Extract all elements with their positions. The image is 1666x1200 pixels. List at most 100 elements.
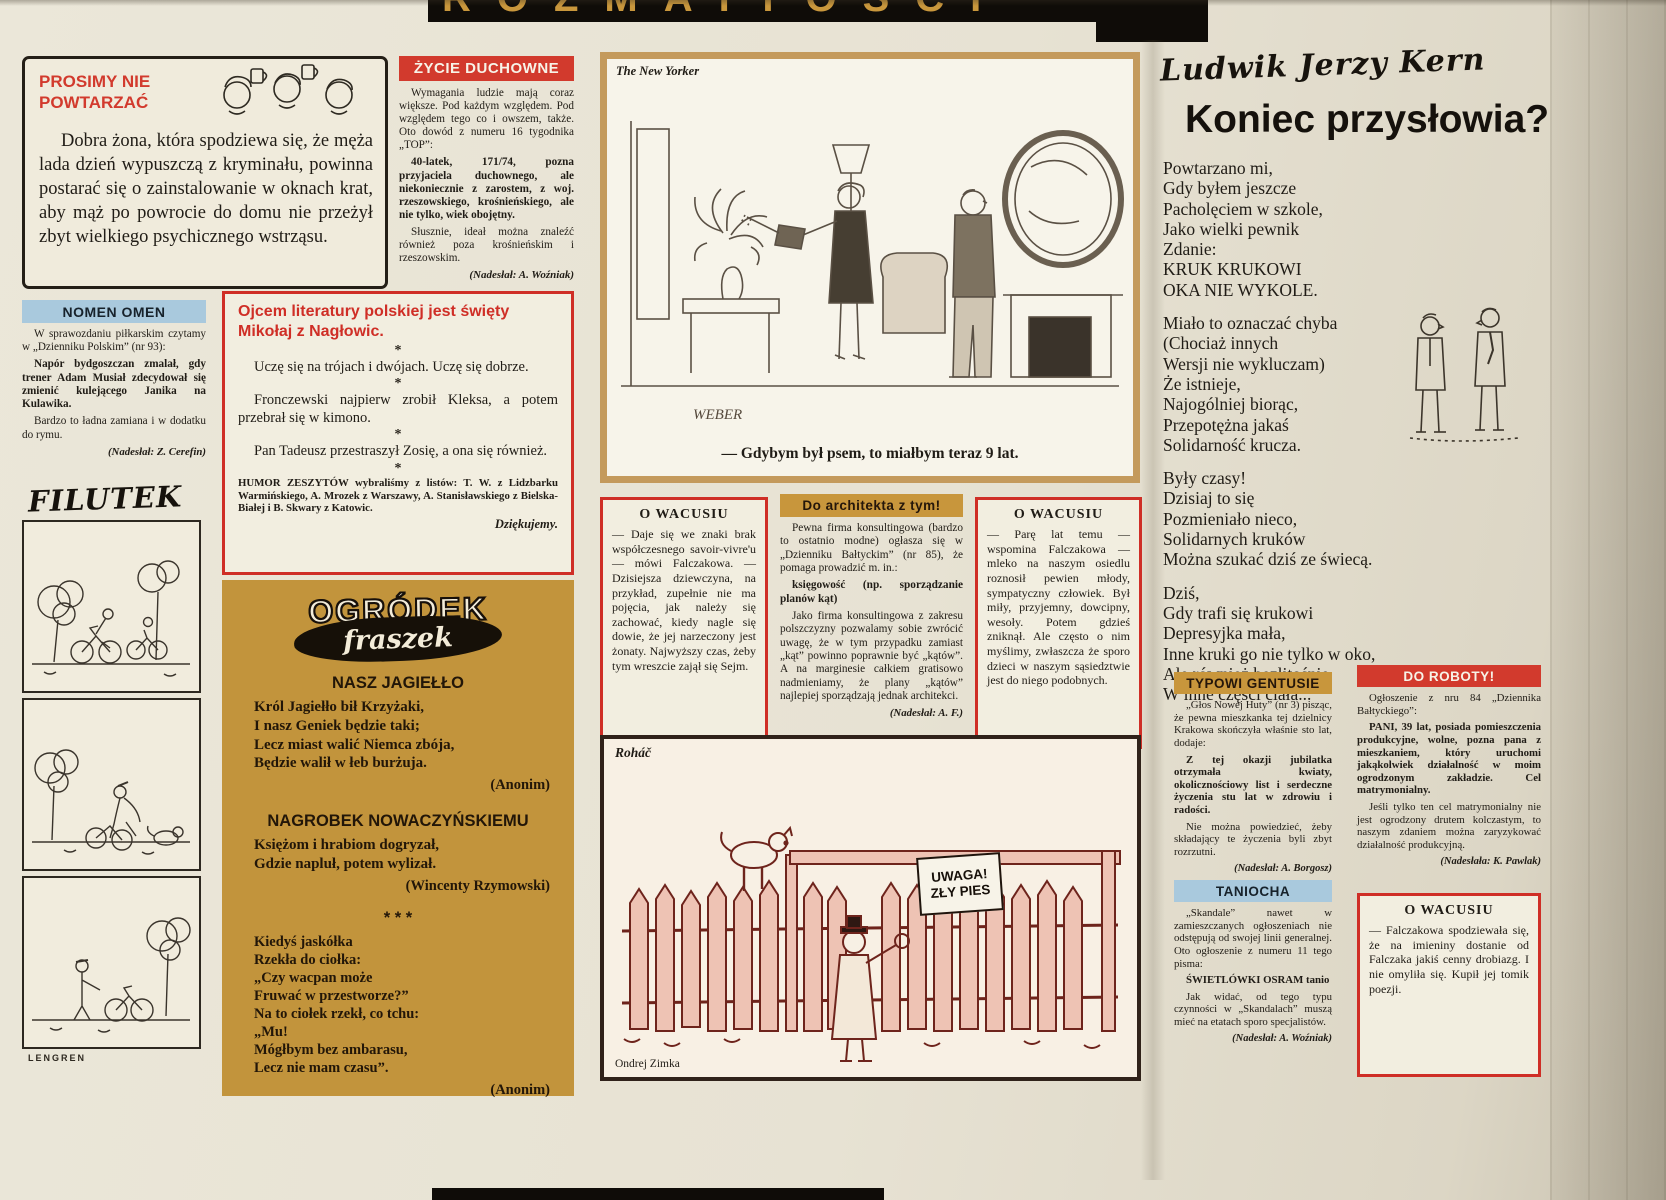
paragraph-bold: księgowość (np. sporządzanie planów kąt): [780, 579, 963, 605]
section-header: TANIOCHA: [1174, 880, 1332, 902]
section-title: PROSIMY NIE POWTARZAĆ: [39, 71, 150, 114]
text-line: Przepotężna jakaś: [1163, 414, 1289, 435]
separator-star: *: [394, 427, 402, 443]
text-line: Solidarność krucza.: [1163, 434, 1302, 455]
text-line: Rzekła do ciołka:: [254, 951, 362, 968]
section-body: — Parę lat temu — wspomina Falczakowa — …: [987, 527, 1130, 688]
paragraph: Wymagania ludzie mają coraz większe. Pod…: [399, 87, 574, 152]
separator-star: *: [394, 376, 402, 392]
paragraph: Słusznie, ideał można znaleźć również po…: [399, 225, 574, 265]
paragraph: Ogłoszenie z nru 84 „Dziennika Bałtyckie…: [1357, 692, 1541, 717]
text-line: Solidarnych kruków: [1163, 529, 1306, 550]
fraszka-title: NAGROBEK NOWACZYŃSKIEMU: [267, 812, 529, 830]
section-nomen-omen: NOMEN OMEN W sprawozdaniu piłkarskim czy…: [22, 300, 206, 458]
section-o-wacusiu-2: O WACUSIU — Parę lat temu — wspomina Fal…: [975, 497, 1142, 749]
section-body: W sprawozdaniu piłkarskim czytamy w „Dzi…: [22, 328, 206, 458]
paragraph: Jak widać, od tego typu czynności w „Ska…: [1174, 990, 1332, 1028]
section-zycie-duchowne: ŻYCIE DUCHOWNE Wymagania ludzie mają cor…: [399, 56, 574, 282]
fraszka-author: (Anonim): [490, 777, 550, 793]
text-line: Gdy byłem jeszcze: [1163, 178, 1297, 199]
cartoon-source-label: The New Yorker: [616, 64, 700, 78]
filutek-comic-panel-2: [22, 698, 201, 871]
bottom-page-strip: [432, 1188, 884, 1200]
text-line: Powtarzano mi,: [1163, 158, 1273, 178]
section-header: O WACUSIU: [1013, 507, 1104, 522]
title-line: POWTARZAĆ: [39, 93, 149, 113]
credit: (Nadesłała: K. Pawlak): [1440, 855, 1541, 867]
sign-line: ZŁY PIES: [930, 881, 991, 902]
credit: (Nadesłał: A. Woźniak): [1232, 1032, 1332, 1044]
title-line: PROSIMY NIE: [39, 72, 151, 91]
joke-item: Uczę się na trójach i dwójach. Uczę się …: [254, 359, 529, 375]
section-do-roboty: DO ROBOTY! Ogłoszenie z nru 84 „Dziennik…: [1357, 665, 1541, 868]
text-line: Księżom i hrabiom dogryzał,: [254, 837, 439, 853]
poem-title: Koniec przysłowia?: [1185, 98, 1550, 141]
section-body: Ogłoszenie z nru 84 „Dziennika Bałtyckie…: [1357, 692, 1541, 868]
paragraph: W sprawozdaniu piłkarskim czytamy w „Dzi…: [22, 328, 206, 354]
text-line: Dzisiaj to się: [1163, 488, 1255, 509]
filutek-comic-panel-1: [22, 520, 201, 693]
section-body: Pewna firma konsultingowa (bardzo to ost…: [780, 522, 963, 720]
cartoonist-signature: Ondrej Zimka: [615, 1058, 680, 1070]
section-body: „Głos Nowej Huty” (nr 3) pisząc, że pewn…: [1174, 699, 1332, 875]
cartoon-caption: — Gdybym był psem, to miałbym teraz 9 la…: [721, 445, 1019, 462]
paragraph: Nie można powiedzieć, żeby składający te…: [1174, 820, 1332, 858]
text-line: Wersji nie wykluczam): [1163, 353, 1325, 374]
paragraph-bold: ŚWIETLÓWKI OSRAM tanio: [1186, 974, 1330, 987]
toast-cartoon-illustration: [223, 64, 353, 115]
section-header: ŻYCIE DUCHOWNE: [399, 56, 574, 81]
text-line: Mógłbym bez ambarasu,: [254, 1042, 408, 1059]
fraszka-lines: Księżom i hrabiom dogryzał, Gdzie napluł,…: [254, 836, 556, 874]
text-line: I nasz Geniek będzie taki;: [254, 717, 420, 734]
text-line: KRUK KRUKOWI: [1163, 259, 1302, 280]
paragraph: „Głos Nowej Huty” (nr 3) pisząc, że pewn…: [1174, 699, 1332, 749]
text-line: Były czasy!: [1163, 468, 1247, 489]
text-line: Najogólniej biorąc,: [1163, 394, 1299, 415]
text-line: Kiedyś jaskółka: [254, 933, 353, 950]
filutek-comic-panel-3: [22, 876, 201, 1049]
section-do-architekta: Do architekta z tym! Pewna firma konsult…: [780, 494, 963, 720]
lead-joke: Ojcem literatury polskiej jest święty Mi…: [238, 303, 510, 340]
comic-drawing: [32, 749, 190, 855]
paragraph: Bardzo to ładna zamiana i w dodatku do r…: [22, 415, 206, 441]
section-header: DO ROBOTY!: [1357, 665, 1541, 687]
text-line: Lecz nie mam czasu”.: [254, 1060, 389, 1077]
paragraph: Dobra żona, która spodziewa się, że męża…: [39, 131, 373, 248]
text-line: Lecz miast walić Niemca zbója,: [254, 736, 455, 753]
text-line: (Chociaż innych: [1163, 333, 1279, 354]
paragraph-bold: 40-latek, 171/74, pozna przyjaciela duch…: [399, 156, 574, 221]
text-line: Gdzie napluł, potem wylizał.: [254, 855, 437, 872]
text-line: Pacholęciem w szkole,: [1163, 198, 1323, 219]
fraszka-title: * * *: [383, 908, 413, 927]
fraszka-title: NASZ JAGIEŁŁO: [331, 674, 464, 692]
two-men-illustration: [1409, 307, 1519, 442]
text-line: Gdy trafi się krukowi: [1163, 602, 1314, 623]
paragraph: „Skandale” nawet w zamieszczanych ogłosz…: [1174, 907, 1332, 970]
page-fold-shadow: [1141, 40, 1165, 1180]
fraszka-author: (Anonim): [490, 1081, 550, 1098]
section-header: TYPOWI GENTUSIE: [1174, 672, 1332, 694]
section-header: O WACUSIU: [639, 507, 729, 522]
text-line: Jako wielki pewnik: [1163, 218, 1300, 239]
fence-cartoon-drawing: [621, 825, 1121, 1062]
section-o-wacusiu-1: O WACUSIU — Daje się we znaki brak współ…: [600, 497, 768, 749]
thanks-note: Dziękujemy.: [494, 517, 558, 532]
section-header: NOMEN OMEN: [22, 300, 206, 323]
fence-cartoon: Roháč UWAGA! ZŁY PIES Ondrej Zimka: [600, 735, 1141, 1081]
section-o-wacusiu-3: O WACUSIU — Falczakowa spodziewała się, …: [1357, 893, 1541, 1077]
section-header: O WACUSIU: [1404, 903, 1494, 918]
section-taniocha: TANIOCHA „Skandale” nawet w zamieszczany…: [1174, 880, 1332, 1045]
new-yorker-cartoon-drawing: WEBER: [621, 121, 1124, 423]
text-line: „Czy wacpan może: [254, 969, 373, 986]
cartoonist-signature: LENGREN: [28, 1053, 87, 1063]
new-yorker-cartoon: The New Yorker: [600, 52, 1140, 483]
paragraph-bold: PANI, 39 lat, posiada pomieszczenia prod…: [1357, 721, 1541, 797]
beware-of-dog-sign: UWAGA! ZŁY PIES: [916, 852, 1004, 916]
credit: (Nadesłał: Z. Cerefin): [107, 445, 206, 458]
credit: (Nadesłał: A. F.): [889, 707, 963, 720]
paragraph: Jako firma konsultingowa z zakresu polsz…: [780, 609, 963, 702]
text-line: „Mu!: [254, 1024, 288, 1041]
